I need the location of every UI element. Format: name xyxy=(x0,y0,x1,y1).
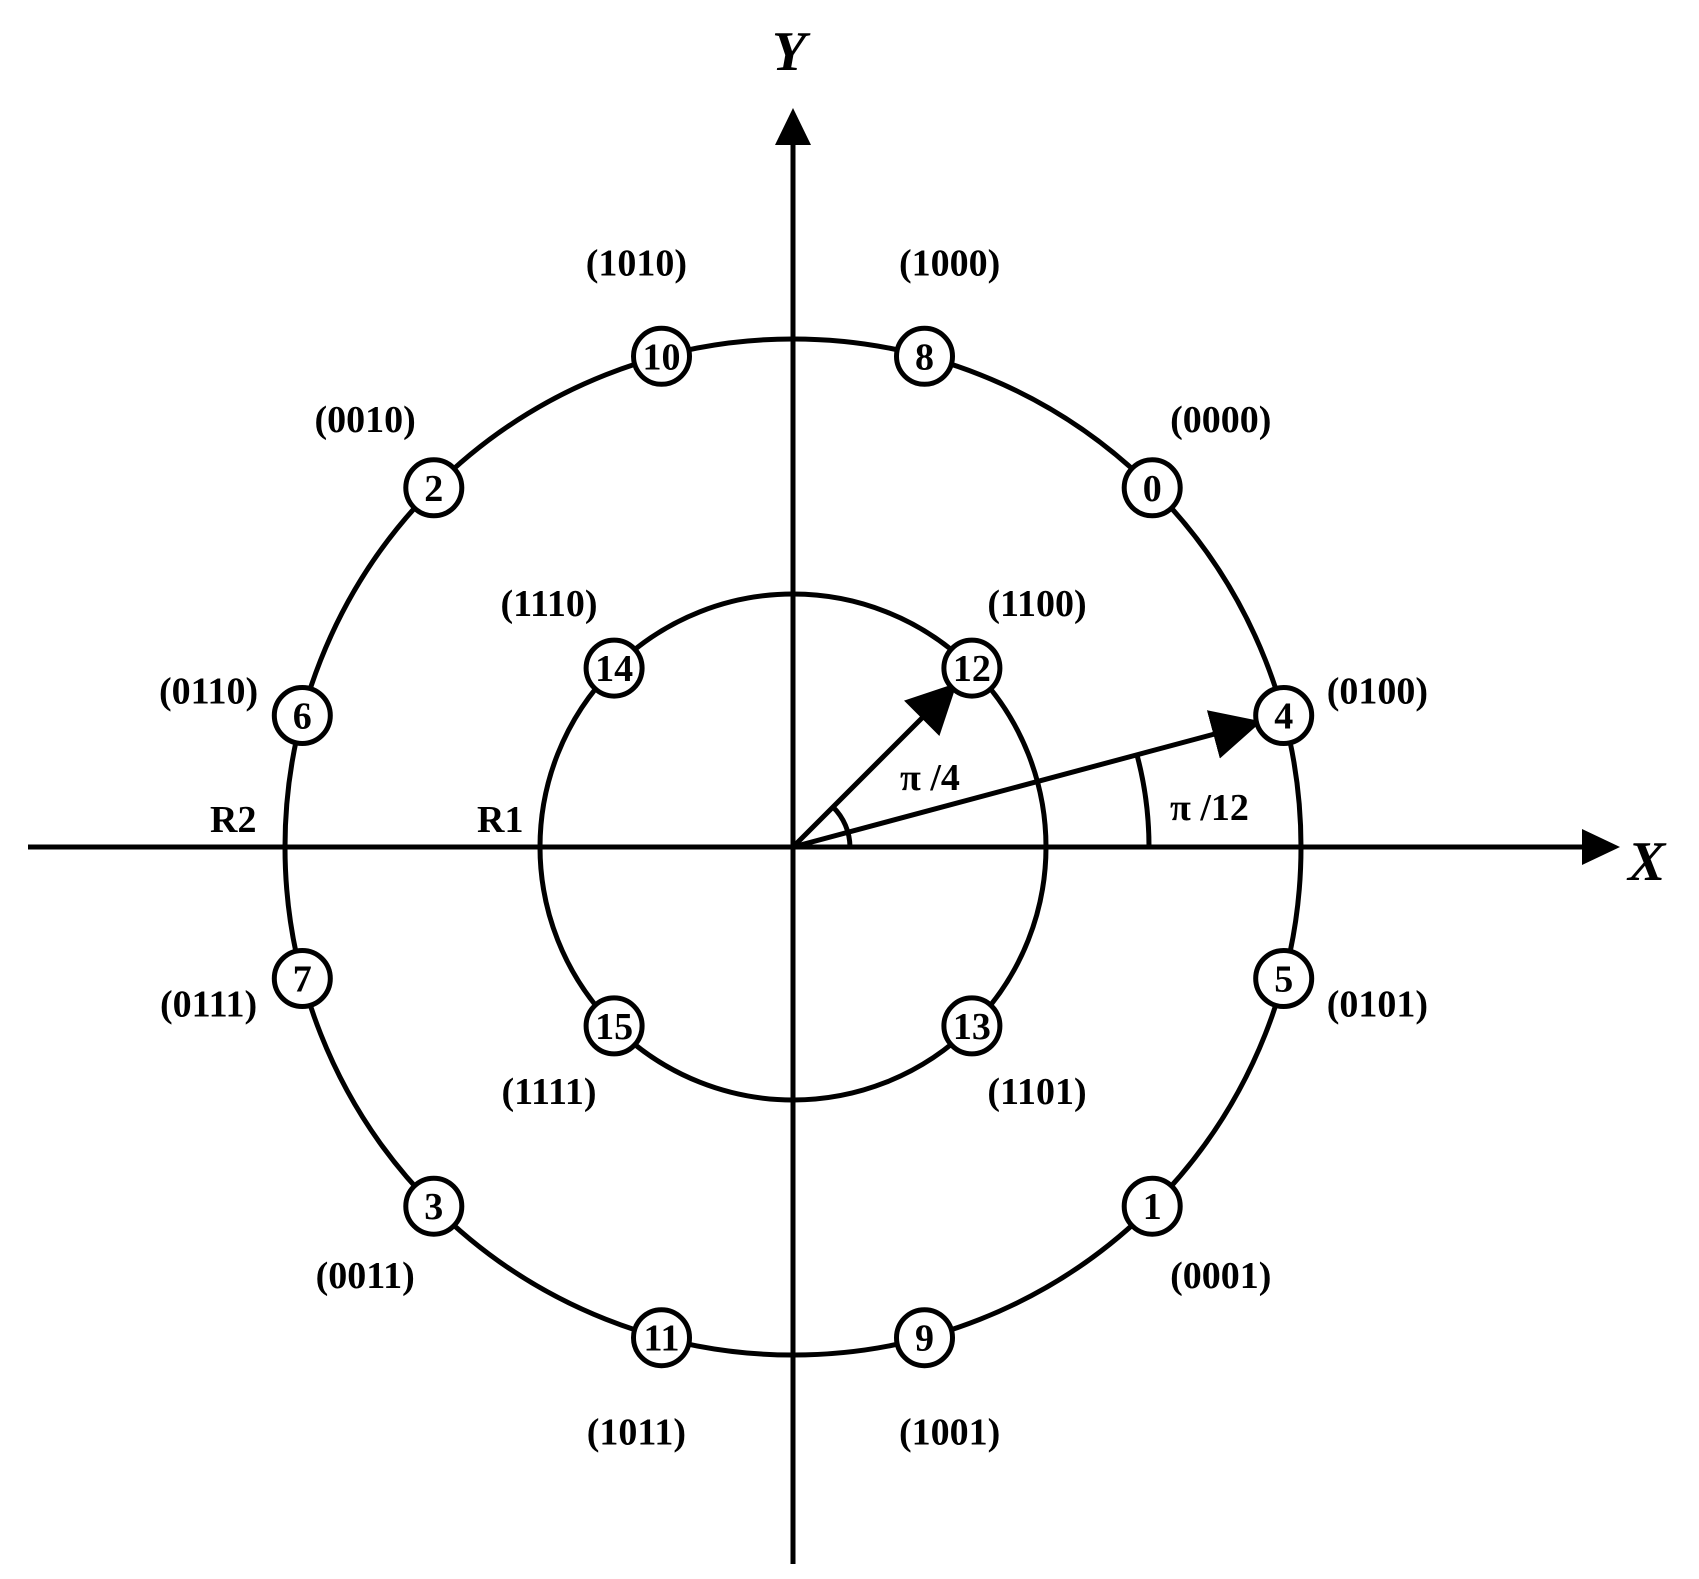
inner-point-node xyxy=(941,637,1003,699)
outer-point-node xyxy=(894,1307,955,1369)
outer-point-9: 9 (1001) xyxy=(894,1307,1000,1453)
inner-angle-label: π /4 xyxy=(900,757,960,799)
inner-point-code: (1100) xyxy=(987,583,1086,625)
outer-angle-vector xyxy=(792,710,1262,850)
outer-point-code: (0101) xyxy=(1327,984,1428,1026)
outer-point-code: (1011) xyxy=(587,1411,686,1453)
outer-point-3: 3(0011) xyxy=(316,1175,465,1297)
outer-point-11: 11 (1011) xyxy=(587,1307,692,1453)
outer-point-node xyxy=(631,1307,692,1369)
outer-point-index: 3 xyxy=(424,1186,443,1228)
outer-point-node xyxy=(1121,1175,1183,1237)
outer-ring xyxy=(282,336,1304,1358)
outer-angle-label: π /12 xyxy=(1170,787,1249,829)
outer-point-index: 1 xyxy=(1143,1186,1162,1228)
outer-point-code: (0011) xyxy=(316,1255,415,1297)
outer-point-code: (0100) xyxy=(1327,670,1428,712)
inner-angle-vector xyxy=(791,682,958,849)
inner-angle-arc xyxy=(831,805,853,848)
outer-point-node xyxy=(271,685,333,746)
outer-point-index: 8 xyxy=(915,336,934,378)
outer-point-node xyxy=(1253,948,1315,1009)
outer-point-2: 2(0010) xyxy=(315,399,465,519)
outer-point-index: 6 xyxy=(293,696,312,738)
outer-point-node xyxy=(894,325,955,387)
y-axis-title: Y xyxy=(772,21,811,83)
inner-point-node xyxy=(583,637,645,699)
outer-point-index: 5 xyxy=(1274,959,1293,1001)
inner-ring-points: 12 (1100) 13 (1101) 14 (1110) 15 (1111) xyxy=(500,583,1086,1113)
inner-point-node xyxy=(941,995,1003,1057)
outer-point-node xyxy=(631,325,692,387)
x-axis-arrowhead xyxy=(1582,829,1620,865)
outer-point-node xyxy=(1253,685,1315,746)
inner-point-14: 14 (1110) xyxy=(500,583,645,699)
x-axis-title: X xyxy=(1626,831,1667,893)
outer-angle-arc xyxy=(1134,754,1152,848)
outer-point-5: 5 (0101) xyxy=(1253,948,1428,1026)
inner-ring xyxy=(537,591,1049,1103)
outer-point-4: 4 (0100) xyxy=(1253,670,1428,746)
outer-point-node xyxy=(1121,457,1183,519)
inner-radius-label: R1 xyxy=(477,799,523,841)
outer-point-node xyxy=(271,948,333,1009)
outer-point-0: 0(0000) xyxy=(1121,399,1271,519)
outer-point-index: 10 xyxy=(643,336,681,378)
outer-point-6: 6 (0110) xyxy=(159,670,333,746)
outer-point-node xyxy=(403,457,465,519)
outer-point-index: 7 xyxy=(293,959,312,1001)
outer-point-code: (0001) xyxy=(1170,1255,1271,1297)
outer-point-index: 0 xyxy=(1143,468,1162,510)
inner-point-index: 15 xyxy=(595,1006,633,1048)
inner-point-12: 12 (1100) xyxy=(941,583,1087,699)
outer-point-code: (0111) xyxy=(160,984,257,1026)
outer-point-code: (0010) xyxy=(315,399,416,441)
outer-ring-points: 0(0000) 1(0001) 2(0010) 3(0011) 4 (0100) 5 (010… xyxy=(159,243,1428,1454)
outer-point-7: 7 (0111) xyxy=(160,948,333,1026)
outer-point-index: 9 xyxy=(915,1318,934,1360)
outer-point-index: 2 xyxy=(424,468,443,510)
inner-point-15: 15 (1111) xyxy=(501,995,645,1113)
outer-point-code: (1010) xyxy=(586,243,687,285)
outer-point-index: 4 xyxy=(1274,696,1293,738)
inner-point-node xyxy=(583,995,645,1057)
inner-point-index: 12 xyxy=(953,648,991,690)
outer-point-index: 11 xyxy=(644,1318,680,1360)
outer-point-8: 8 (1000) xyxy=(894,243,1000,387)
inner-point-index: 14 xyxy=(595,648,633,690)
outer-point-node xyxy=(403,1175,465,1237)
outer-point-10: 10 (1010) xyxy=(586,243,692,387)
inner-point-code: (1111) xyxy=(501,1071,596,1113)
inner-point-13: 13 (1101) xyxy=(941,995,1087,1113)
outer-point-code: (1000) xyxy=(899,243,1000,285)
outer-point-code: (0000) xyxy=(1170,399,1271,441)
outer-point-code: (1001) xyxy=(899,1411,1000,1453)
inner-point-index: 13 xyxy=(953,1006,991,1048)
outer-point-code: (0110) xyxy=(159,670,258,712)
inner-point-code: (1101) xyxy=(987,1071,1086,1113)
outer-point-1: 1(0001) xyxy=(1121,1175,1271,1297)
y-axis-arrowhead xyxy=(775,108,811,145)
inner-point-code: (1110) xyxy=(500,583,597,625)
outer-radius-label: R2 xyxy=(210,799,256,841)
